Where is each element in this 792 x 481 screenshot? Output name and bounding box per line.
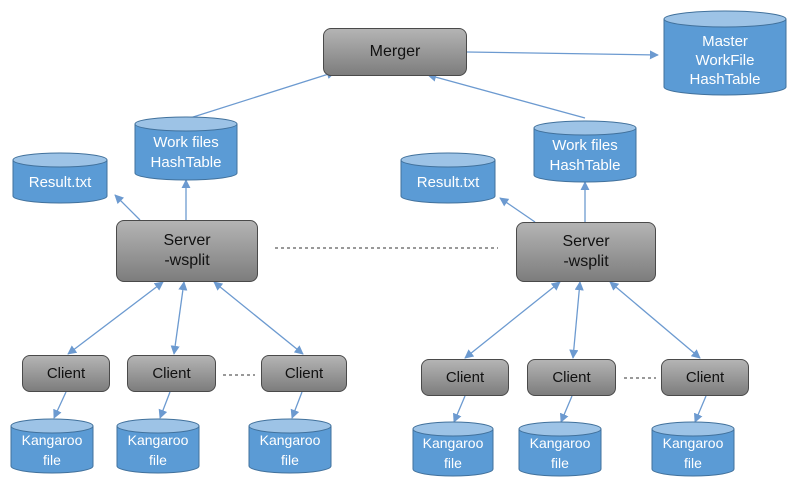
left-client-2-label: Client	[152, 364, 191, 382]
left-result-label: Result.txt	[13, 170, 107, 196]
arrow-right-server-client3	[609, 281, 701, 359]
left-workfiles-line1: Work files	[153, 134, 219, 151]
arrow-left-server-to-result	[114, 194, 141, 221]
right-server-line2: -wsplit	[563, 253, 609, 270]
left-result-cylinder	[12, 152, 108, 204]
left-kangaroo-file-cylinder-3	[248, 418, 332, 474]
arrow-left-client3-to-file	[290, 391, 303, 419]
left-client-box-3: Client	[261, 355, 347, 392]
master-label-line3: HashTable	[689, 70, 761, 88]
master-hashtable-label: Master WorkFile HashTable	[664, 28, 786, 92]
arrow-left-server-client1	[67, 281, 164, 355]
merger-label: Merger	[369, 43, 421, 60]
master-label-line1: Master	[702, 32, 748, 50]
left-workfiles-label: Work files HashTable	[135, 132, 237, 174]
right-client-box-2: Client	[527, 359, 616, 396]
left-server-line2: -wsplit	[164, 252, 210, 269]
right-kangaroo-file-cylinder-2	[518, 421, 602, 477]
right-server-line1: Server	[562, 233, 610, 250]
right-client-3-label: Client	[685, 368, 725, 386]
arrow-right-client2-to-file	[560, 395, 573, 423]
right-client-2-label: Client	[552, 368, 591, 386]
right-client-box-3: Client	[661, 359, 749, 396]
arrow-left-client1-to-file	[53, 391, 67, 419]
left-kangaroo-file-cylinder-1	[10, 418, 94, 474]
arrow-right-client3-to-file	[694, 395, 707, 423]
dashed-connectors	[223, 247, 656, 379]
left-client-box-1: Client	[22, 355, 110, 392]
arrow-merger-to-master	[466, 50, 659, 60]
left-file-3-line1: Kangaroo	[259, 432, 321, 448]
arrows	[53, 50, 707, 423]
right-result-label: Result.txt	[401, 170, 495, 196]
data-stores	[10, 10, 787, 477]
right-file-3-line2: file	[684, 455, 702, 471]
left-client-box-2: Client	[127, 355, 216, 392]
left-client-1-label: Client	[46, 364, 86, 382]
right-file-2-line2: file	[551, 455, 569, 471]
left-file-3-line2: file	[281, 452, 299, 468]
merger-box: Merger	[323, 28, 467, 76]
right-kangaroo-file-label-3: Kangaroo file	[652, 433, 734, 473]
arrow-right-workfiles-to-merger	[427, 72, 586, 119]
arrow-right-client1-to-file	[453, 395, 466, 423]
right-workfiles-line2: HashTable	[549, 157, 621, 174]
arrow-left-workfiles-to-merger	[189, 70, 336, 119]
right-file-1-line1: Kangaroo	[422, 435, 484, 451]
right-kangaroo-file-cylinder-1	[412, 421, 494, 477]
left-file-2-line1: Kangaroo	[127, 432, 189, 448]
arrow-left-server-client3	[213, 281, 304, 355]
right-workfiles-line1: Work files	[552, 137, 618, 154]
left-kangaroo-file-label-1: Kangaroo file	[11, 430, 93, 470]
master-label-line2: WorkFile	[695, 51, 755, 69]
right-client-box-1: Client	[421, 359, 509, 396]
arrow-left-client2-to-file	[158, 391, 171, 419]
arrow-right-server-client2	[569, 281, 584, 359]
right-kangaroo-file-label-2: Kangaroo file	[519, 433, 601, 473]
left-file-2-line2: file	[149, 452, 167, 468]
arrow-right-server-client1	[464, 281, 561, 359]
right-file-1-line2: file	[444, 455, 462, 471]
left-kangaroo-file-label-2: Kangaroo file	[117, 430, 199, 470]
left-workfiles-line2: HashTable	[150, 154, 222, 171]
right-file-2-line1: Kangaroo	[529, 435, 591, 451]
left-kangaroo-file-label-3: Kangaroo file	[249, 430, 331, 470]
right-client-1-label: Client	[445, 368, 485, 386]
right-result-text: Result.txt	[416, 174, 480, 191]
arrow-left-server-client2	[170, 281, 188, 355]
left-result-text: Result.txt	[28, 174, 92, 191]
left-file-1-line1: Kangaroo	[21, 432, 83, 448]
arrow-right-server-to-result	[499, 197, 536, 223]
right-server-box: Server -wsplit	[516, 222, 656, 282]
left-file-1-line2: file	[43, 452, 61, 468]
left-server-box: Server -wsplit	[116, 220, 258, 282]
right-result-cylinder	[400, 152, 496, 204]
right-file-3-line1: Kangaroo	[662, 435, 724, 451]
left-workfiles-cylinder	[134, 116, 238, 181]
right-workfiles-cylinder	[533, 120, 637, 183]
left-kangaroo-file-cylinder-2	[116, 418, 200, 474]
right-kangaroo-file-cylinder-3	[651, 421, 735, 477]
right-kangaroo-file-label-1: Kangaroo file	[413, 433, 493, 473]
master-hashtable-cylinder	[663, 10, 787, 96]
right-workfiles-label: Work files HashTable	[534, 135, 636, 177]
left-server-line1: Server	[163, 232, 211, 249]
left-client-3-label: Client	[284, 364, 324, 382]
